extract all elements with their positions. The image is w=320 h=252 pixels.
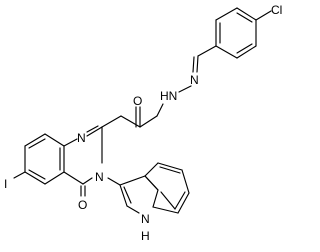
hydrazone-nh-label: HN <box>160 89 177 103</box>
bond <box>120 115 141 128</box>
indole-hydrogen-label: H <box>141 229 150 243</box>
bond <box>119 175 146 186</box>
bond <box>236 45 257 59</box>
quinazoline-n3-label: N <box>95 170 104 184</box>
bond <box>157 162 183 171</box>
bonds <box>13 7 272 214</box>
bond <box>236 12 253 23</box>
bond <box>236 43 253 54</box>
bond <box>63 171 84 185</box>
bond <box>144 175 159 191</box>
bond <box>152 206 179 214</box>
bond <box>160 191 176 210</box>
bond <box>107 177 121 186</box>
bond <box>28 169 46 180</box>
bond <box>139 115 158 128</box>
indole-nitrogen-label: N <box>141 212 150 226</box>
bond <box>63 138 78 147</box>
bond <box>156 103 164 117</box>
bond <box>24 133 46 147</box>
bond <box>159 166 181 174</box>
bond <box>192 56 195 73</box>
bond <box>144 162 159 177</box>
bond <box>178 85 192 93</box>
bond <box>174 191 186 210</box>
bond <box>126 205 140 214</box>
bond <box>215 45 238 59</box>
bond <box>101 115 122 128</box>
ketone-oxygen-label: O <box>133 94 142 108</box>
bond <box>24 171 46 185</box>
hydrazone-nitrogen-label: N <box>190 73 199 87</box>
bond <box>236 7 257 21</box>
bond <box>123 186 132 204</box>
bond <box>181 169 190 194</box>
bond <box>13 171 26 179</box>
bond <box>177 192 190 214</box>
bond <box>119 184 128 207</box>
bond <box>196 55 199 73</box>
bond <box>197 45 217 57</box>
bond <box>215 7 238 21</box>
bond <box>28 138 46 149</box>
quinazolinone-oxygen-label: O <box>78 198 87 212</box>
chemical-structure: Cl N HN O N N I O N H <box>4 3 282 243</box>
bond <box>86 126 103 137</box>
bond <box>82 177 93 185</box>
bond <box>86 125 99 133</box>
iodine-label: I <box>4 177 7 191</box>
bond <box>152 189 159 208</box>
bond <box>44 171 65 185</box>
bond <box>255 10 272 21</box>
bond <box>44 133 65 147</box>
chlorine-label: Cl <box>271 3 282 17</box>
quinazoline-n1-label: N <box>77 131 86 145</box>
atom-labels: Cl N HN O N N I O N H <box>4 3 282 243</box>
